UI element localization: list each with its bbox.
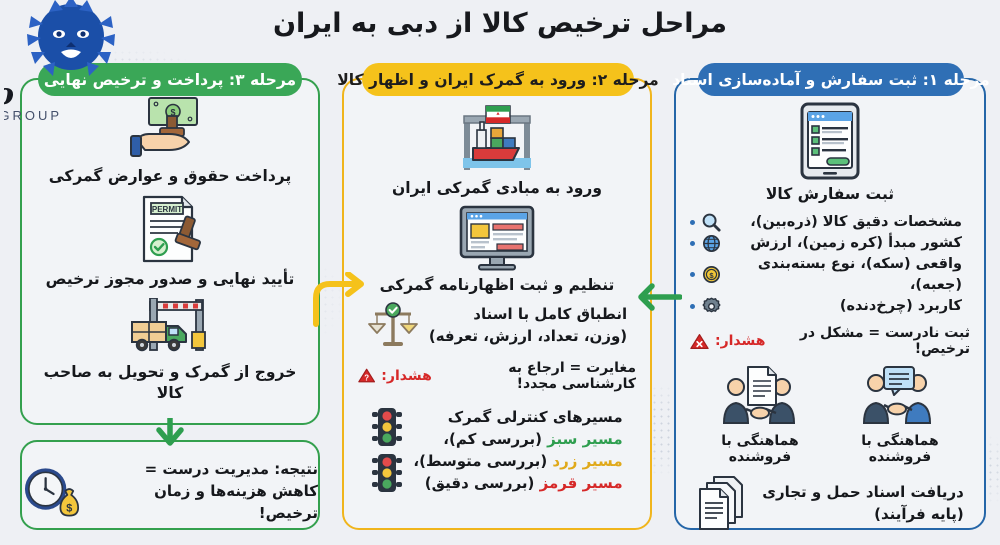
stage3-block-label: خروج از گمرک و تحویل به صاحب کالا [43,362,297,402]
route-line-green: مسیر سبز (بررسی کم)، [413,429,622,451]
bullet-marker [690,272,695,278]
arrow-stage2-to-stage3 [638,283,682,311]
stage-1-panel: مرحله ۱: ثبت سفارش و آماده‌سازی اسناد [672,63,990,533]
stage1-order-registration: ثبت سفارش کالا [690,102,970,205]
page-title: مراحل ترخیص کالا از دبی به ایران [272,8,728,39]
warning-question-icon: ? [358,369,376,383]
routes-text: مسیرهای کنترلی گمرک مسیر سبز (بررسی کم)،… [413,407,622,494]
stage3-payment: $ پرداخت حقوق و عوارض گمرکی [36,96,304,187]
coordination-item: هماهنگی با فروشنده [830,365,970,465]
stage-2-panel: مرحله ۲: ورود به گمرک ایران و اظهار کالا [337,63,659,530]
traffic-light-icon [372,407,403,446]
result-panel: نتیجه: مدیریت درست = کاهش هزینه‌ها و زما… [20,440,320,530]
warning-key: هشدار: [714,333,766,349]
route-desc: (بررسی دقیق) [424,473,540,492]
documents-line-2: (پایه فرآیند) [874,505,964,523]
stage2-block-label: تنظیم و ثبت اظهارنامه گمرکی [379,275,615,294]
svg-text:PERMIT: PERMIT [152,205,182,214]
route-desc: (بررسی متوسط)، [413,451,553,470]
truck-barrier-icon [36,297,304,358]
list-item: کشور مبدأ (کره زمین)، ارزش [690,233,970,254]
warning-key: هشدار: [381,367,432,384]
traffic-light-icon [372,453,403,492]
route-line-red: مسیر قرمز (بررسی دقیق) [413,473,623,495]
route-desc: (بررسی کم)، [443,430,548,449]
tablet-form-icon [690,102,970,180]
compliance-line-1: انطباق کامل با اسناد [473,305,628,324]
route-name: مسیر قرمز [539,473,623,492]
warning-text: مغایرت = ارجاع به کارشناسی مجدد! [508,359,636,392]
route-name: مسیر سبز [547,430,623,449]
stage2-control-routes: مسیرهای کنترلی گمرک مسیر سبز (بررسی کم)،… [358,406,636,496]
stage-3-panel: مرحله ۳: پرداخت و ترخیص نهایی $ پرداخت ح… [20,63,320,425]
svg-text:?: ? [364,374,369,383]
stage1-warning: ثبت نادرست = مشکل در ترخیص! هشدار: [690,325,970,357]
documents-stack-icon [699,476,744,530]
stage1-coordination-pair: هماهنگی با فروشنده هماهنگی ب [690,365,970,465]
bullet-marker [690,240,695,246]
clock-money-bag-icon: $ [24,467,80,517]
compliance-line-2: (وزن، تعداد، ارزش، تعرفه) [428,326,628,345]
warning-x-icon [690,333,709,349]
result-line-2: کاهش هزینه‌ها و زمان ترخیص! [154,481,318,522]
bullet-text: مشخصات دقیق کالا (ذره‌بین)، [750,213,962,230]
stage2-warning: مغایرت = ارجاع به کارشناسی مجدد! هشدار: … [358,360,636,392]
coordination-item: هماهنگی با فروشنده [690,365,830,465]
magnifier-icon [702,213,721,232]
stage1-main-label: ثبت سفارش کالا [765,185,895,203]
svg-text:Padrino: Padrino [4,77,14,112]
cargo-ship-port-iran-flag-icon [358,102,636,174]
result-content: نتیجه: مدیریت درست = کاهش هزینه‌ها و زما… [22,459,318,524]
stage-1-header: مرحله ۱: ثبت سفارش و آماده‌سازی اسناد [672,63,990,96]
warning-text: ثبت نادرست = مشکل در ترخیص! [799,325,970,357]
bullet-text: کاربرد (چرخ‌دنده) [839,297,962,314]
globe-icon [703,234,720,252]
bullet-marker [690,303,695,309]
coordination-label: هماهنگی با فروشنده [861,433,939,465]
stage1-documents: دریافت اسناد حمل و تجاری (پایه فرآیند) [690,475,970,533]
bullet-text: کشور مبدأ (کره زمین)، ارزش [750,234,962,251]
coordination-label: هماهنگی با فروشنده [721,433,799,465]
stage2-port-entry: ورود به مبادی گمرکی ایران [358,102,636,199]
cash-hand-stamp-icon: $ [36,96,304,162]
svg-text:$: $ [66,502,72,514]
result-line-1: نتیجه: مدیریت درست = [144,460,318,478]
permit-stamp-icon: PERMIT [36,195,304,265]
stage3-permit: PERMIT تأیید نهایی و صدور مجوز ترخیص [36,195,304,290]
documents-text: دریافت اسناد حمل و تجاری (پایه فرآیند) [762,482,964,526]
stage3-block-label: پرداخت حقوق و عوارض گمرکی [48,167,292,185]
svg-text:$: $ [170,108,175,118]
arrow-stage3-to-result [156,418,184,446]
stage3-delivery: خروج از گمرک و تحویل به صاحب کالا [36,297,304,404]
stage2-compliance: انطباق کامل با اسناد (وزن، تعداد، ارزش، … [358,302,636,350]
compliance-text: انطباق کامل با اسناد (وزن، تعداد، ارزش، … [429,304,627,348]
handshake-document-icon [722,366,796,424]
list-item: واقعی (سکه)، نوع بسته‌بندی (جعبه)، $ [690,254,970,296]
stage2-declaration: تنظیم و ثبت اظهارنامه گمرکی [358,205,636,296]
route-name: مسیر زرد [552,451,623,470]
route-line-yellow: مسیر زرد (بررسی متوسط)، [413,451,622,473]
stage1-bullet-list: مشخصات دقیق کالا (ذره‌بین)، کشور مبدأ (ک… [690,212,970,317]
list-item: کاربرد (چرخ‌دنده) [690,296,970,317]
handshake-chat-icon [862,366,932,424]
bullet-marker [690,219,695,225]
svg-text:GROUP: GROUP [4,108,62,123]
gear-icon [702,297,721,313]
bullet-text: واقعی (سکه)، نوع بسته‌بندی (جعبه)، [757,255,962,293]
padrino-logo: Padrino GROUP [0,0,139,125]
stage3-block-label: تأیید نهایی و صدور مجوز ترخیص [45,269,295,288]
routes-title: مسیرهای کنترلی گمرک [447,408,623,427]
traffic-lights-group [371,406,403,496]
documents-line-1: دریافت اسناد حمل و تجاری [762,483,964,502]
stage-2-header: مرحله ۲: ورود به گمرک ایران و اظهار کالا [337,63,659,96]
lion-head-icon: Padrino GROUP [0,0,115,123]
coin-icon: $ [703,266,720,284]
list-item: مشخصات دقیق کالا (ذره‌بین)، [690,212,970,233]
stage2-block-label: ورود به مبادی گمرکی ایران [392,179,602,197]
monitor-declaration-icon [358,205,636,271]
arrow-stage1-to-stage2 [313,272,364,327]
svg-text:$: $ [709,271,714,280]
scales-check-icon [367,302,418,346]
result-text: نتیجه: مدیریت درست = کاهش هزینه‌ها و زما… [93,459,318,524]
